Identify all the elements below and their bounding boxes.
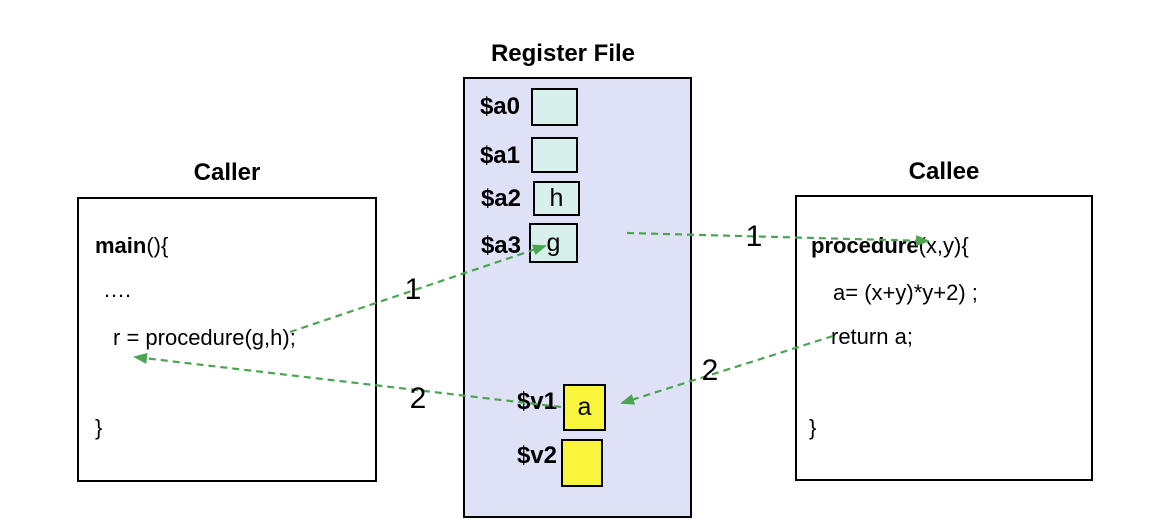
- register-box-a1: [531, 137, 578, 173]
- register-box-a3: g: [529, 223, 578, 263]
- register-label-a0: $a0: [479, 93, 520, 120]
- register-box-v1: a: [563, 384, 606, 431]
- callee-title: Callee: [908, 158, 980, 185]
- register-label-a2: $a2: [480, 185, 521, 212]
- step2-label-callee-side: 2: [701, 354, 719, 387]
- caller-box: [77, 197, 377, 482]
- callee-code-return: return a;: [831, 324, 913, 349]
- caller-code-main: main(){: [95, 233, 168, 259]
- step2-label-caller-side: 2: [409, 382, 427, 415]
- callee-code-assignment: a= (x+y)*y+2) ;: [833, 280, 978, 305]
- register-file-title: Register File: [490, 40, 636, 67]
- register-box-a0: [531, 88, 578, 126]
- callee-procedure-signature: (x,y){: [918, 233, 969, 258]
- caller-title: Caller: [193, 159, 261, 186]
- callee-box: [795, 195, 1093, 481]
- register-label-v2: $v2: [516, 442, 557, 469]
- step1-label-callee-side: 1: [745, 220, 763, 253]
- caller-code-ellipsis: ….: [103, 277, 132, 302]
- callee-keyword-procedure: procedure: [811, 233, 919, 258]
- register-box-a2: h: [533, 181, 580, 216]
- caller-main-signature: (){: [146, 233, 169, 258]
- caller-keyword-main: main: [95, 233, 147, 258]
- callee-code-closing-brace: }: [809, 415, 817, 440]
- caller-code-closing-brace: }: [95, 415, 103, 440]
- register-label-a3: $a3: [480, 232, 521, 259]
- register-label-a1: $a1: [479, 142, 520, 169]
- register-box-v2: [561, 439, 603, 487]
- register-label-v1: $v1: [516, 388, 557, 415]
- callee-code-procedure: procedure(x,y){: [811, 233, 969, 259]
- step1-label-caller-side: 1: [404, 273, 422, 306]
- caller-code-call-procedure: r = procedure(g,h);: [113, 325, 296, 350]
